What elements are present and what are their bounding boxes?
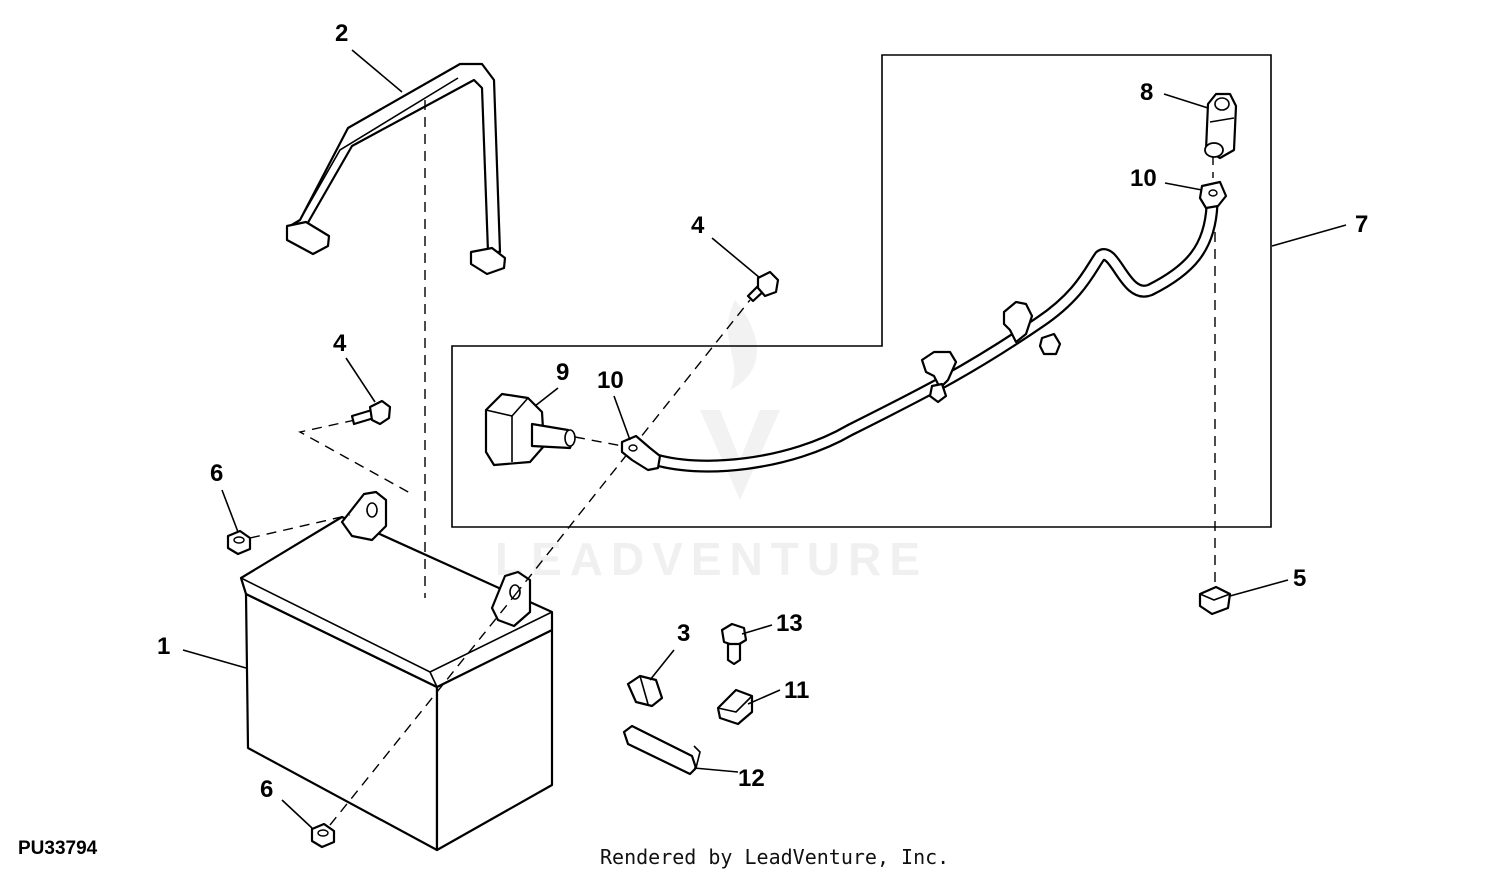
callout-8: 8 [1140,79,1153,106]
part-4-bolt-left [350,399,392,426]
callout-13: 13 [776,610,803,637]
part-8-terminal-cover-upper [1204,92,1238,160]
callout-1: 1 [157,633,170,660]
part-4-bolt-upper [746,270,780,303]
part-12-strap [622,724,701,776]
callout-6-lower: 6 [260,776,273,803]
part-6-nut-upper [226,529,252,556]
callout-5: 5 [1293,565,1306,592]
cable-assembly-inset-box [451,54,1272,528]
part-9-terminal-cover [484,392,576,467]
callout-12: 12 [738,765,765,792]
callout-10-upper: 10 [1130,165,1157,192]
watermark: LEADVENTURE [495,300,928,585]
callout-4-upper: 4 [691,212,705,239]
callout-3: 3 [677,620,690,647]
credit-text: Rendered by LeadVenture, Inc. [600,845,949,869]
part-13-bolt [720,622,748,666]
callout-6-upper: 6 [210,460,223,487]
callout-2: 2 [335,20,348,47]
callout-9: 9 [556,359,569,386]
part-7-battery-cable [620,180,1228,473]
part-3-clip [626,674,664,708]
callout-11: 11 [784,677,809,704]
part-5-nut [1198,585,1232,616]
part-2-hold-down-bracket [285,62,507,276]
watermark-text: LEADVENTURE [495,533,928,585]
part-11-clip-nut [716,688,754,726]
leader-lines [182,49,1347,829]
callouts: 1 2 3 4 4 5 6 6 7 8 9 10 10 11 12 13 [157,20,1368,803]
callout-7: 7 [1355,211,1368,238]
callout-10-lower: 10 [597,367,624,394]
part-1-battery [239,490,554,852]
figure-id: PU33794 [18,838,98,859]
callout-4-left: 4 [333,330,347,357]
part-6-nut-lower [310,822,336,849]
